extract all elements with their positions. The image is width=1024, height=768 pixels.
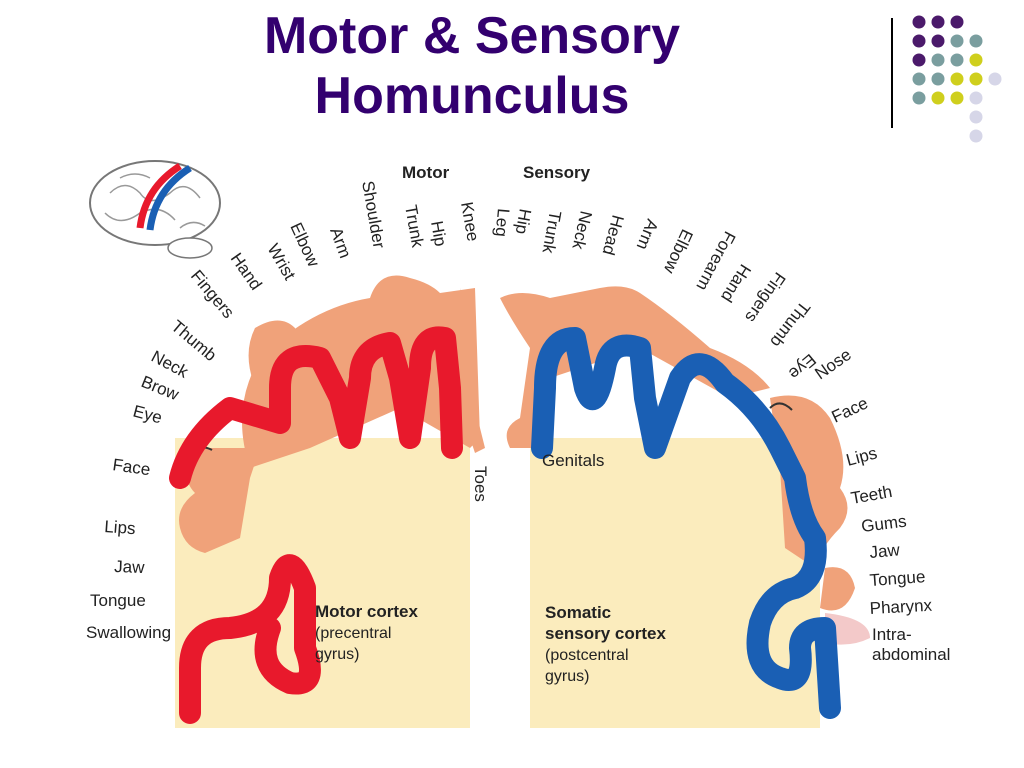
brain-sensory-strip [146,165,192,231]
title-divider [891,18,893,128]
sensory-cortex-gyrus [531,327,841,719]
sensory-homunculus [500,286,870,645]
sensory-label-trunk: Trunk [539,209,565,255]
decorative-dot [950,91,964,105]
sensory-eye-mark [769,402,793,411]
sensory-body-shape [500,286,770,448]
decorative-dot [969,72,983,86]
sensory-label-thumb: Thumb [766,298,814,351]
sensory-label-face: Face [829,393,871,426]
sensory-caption-1: Somatic [545,603,611,622]
motor-label-trunk: Trunk [401,203,427,249]
title-line-2: Homunculus [314,67,630,125]
decorative-dot [969,53,983,67]
motor-label-eye: Eye [131,402,164,428]
decorative-dots [912,15,1002,143]
decorative-dot [931,72,945,86]
decorative-dot [931,34,945,48]
decorative-dot [912,15,926,29]
motor-label-arm: Arm [326,225,355,261]
decorative-dot [912,91,926,105]
decorative-dot [969,110,983,124]
brain-thumbnail [89,160,221,259]
sensory-caption-4: gyrus) [545,668,589,685]
motor-label-swallowing: Swallowing [86,623,171,642]
decorative-dot [912,72,926,86]
motor-label-knee: Knee [457,200,483,242]
brain-motor-strip [136,163,182,229]
motor-caption-1: Motor cortex [315,602,419,621]
sensory-label-intra: Intra- [872,625,912,644]
decorative-dot [950,34,964,48]
sensory-label-lips: Lips [844,443,879,469]
motor-label-tongue: Tongue [90,591,146,610]
motor-caption-2: (precentral [315,625,391,642]
sensory-label-pharynx: Pharynx [869,596,933,618]
sensory-label-neck: Neck [568,209,595,252]
decorative-dot [969,34,983,48]
sensory-label-abdominal: abdominal [872,645,950,664]
sensory-label-elbow: Elbow [660,226,697,277]
sensory-header: Sensory [523,163,591,182]
sensory-label-head: Head [599,213,628,257]
decorative-dot [969,129,983,143]
decorative-dot [988,72,1002,86]
motor-header: Motor [402,163,450,182]
sensory-tongue-shape [820,567,855,611]
decorative-dot [950,15,964,29]
decorative-dot [950,72,964,86]
title-line-1: Motor & Sensory [263,7,681,65]
cerebellum [167,237,213,259]
sensory-label-teeth: Teeth [849,482,893,508]
motor-face-shape [179,448,260,553]
motor-cortex-gyrus [169,326,463,724]
motor-label-shoulder: Shoulder [358,179,389,250]
motor-label-wrist: Wrist [264,241,300,284]
decorative-dot [912,53,926,67]
decorative-dot [950,53,964,67]
decorative-dot [969,91,983,105]
motor-label-jaw: Jaw [114,557,146,577]
sensory-face-shape [770,395,848,568]
sensory-caption-2: sensory cortex [545,624,666,643]
motor-caption-3: gyrus) [315,646,359,663]
motor-label-lips: Lips [104,517,136,538]
homunculus-figure: Motor Sensory Shoulder Trunk Hip Knee Ar… [86,160,950,728]
sensory-label-leg: Leg [492,208,513,238]
sensory-label-tongue: Tongue [869,567,926,590]
motor-label-hip: Hip [427,219,450,247]
slide-title: Motor & Sensory Homunculus [0,6,944,126]
decorative-dot [931,53,945,67]
sensory-label-nose: Nose [811,345,854,383]
motor-label-fingers: Fingers [187,266,238,322]
motor-label-face: Face [111,455,151,479]
sensory-label-hip: Hip [512,207,535,235]
sensory-label-arm: Arm [633,217,662,253]
sensory-label-jaw: Jaw [869,540,901,562]
motor-label-hand: Hand [227,249,266,293]
motor-label-toes: Toes [471,466,490,502]
sensory-caption-3: (postcentral [545,647,629,664]
decorative-dot [931,91,945,105]
decorative-dot [931,15,945,29]
motor-leg-shape [460,288,485,453]
sensory-label-genitals: Genitals [542,451,604,470]
decorative-dot [912,34,926,48]
sensory-label-gums: Gums [860,512,907,536]
